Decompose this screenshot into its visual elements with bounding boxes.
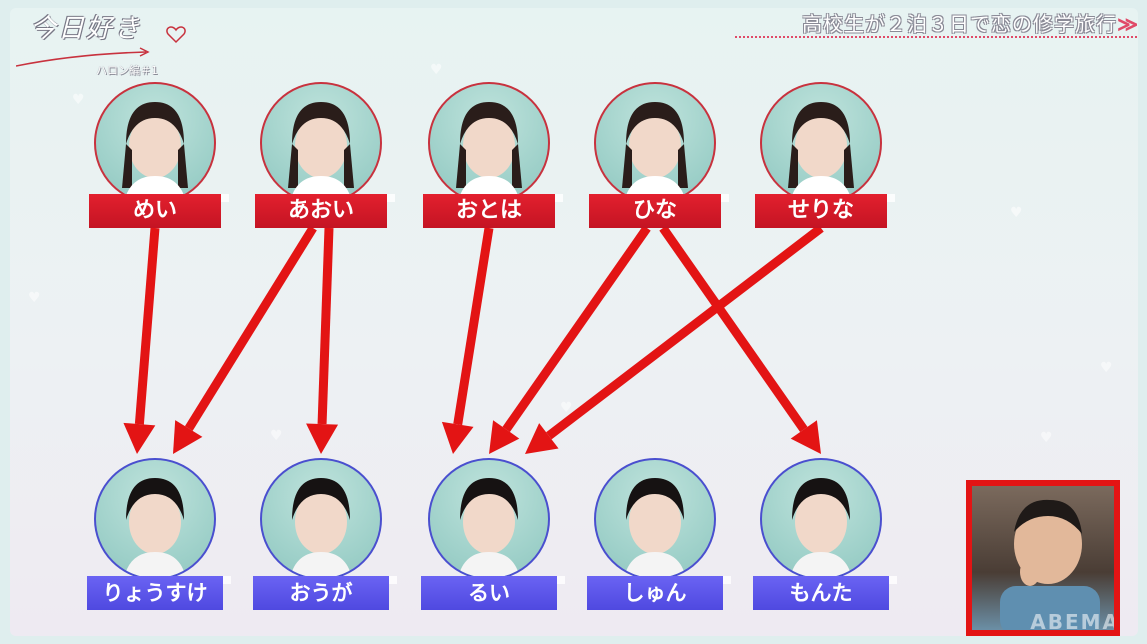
arrow-head-mei-to-ryosuke bbox=[123, 422, 156, 454]
nameplate-ouga: おうが bbox=[253, 576, 397, 610]
avatar-rui bbox=[428, 458, 550, 580]
avatar-otoha bbox=[428, 82, 550, 204]
studio-commentator-video: ABEMA bbox=[966, 480, 1120, 636]
arrow-head-otoha-to-rui bbox=[441, 421, 474, 454]
arrow-line-mei-to-ryosuke bbox=[134, 227, 160, 425]
avatar-shun bbox=[594, 458, 716, 580]
arrow-line-aoi-to-ouga bbox=[317, 227, 334, 425]
show-logo: 今日好き ハロン編＃1 bbox=[16, 4, 206, 82]
arrow-head-hina-to-monta bbox=[790, 420, 821, 454]
chevron-right-icon: ≫ bbox=[1117, 12, 1139, 36]
nameplate-serina: せりな bbox=[755, 194, 895, 228]
arrow-head-aoi-to-ryosuke bbox=[173, 420, 203, 454]
nameplate-mei: めい bbox=[89, 194, 229, 228]
heart-icon bbox=[166, 26, 186, 44]
avatar-aoi bbox=[260, 82, 382, 204]
arrow-line-hina-to-monta bbox=[659, 225, 808, 432]
avatar-mei bbox=[94, 82, 216, 204]
avatar-ryosuke bbox=[94, 458, 216, 580]
nameplate-hina: ひな bbox=[589, 194, 729, 228]
avatar-ouga bbox=[260, 458, 382, 580]
headline-underline bbox=[735, 36, 1137, 38]
arrow-head-aoi-to-ouga bbox=[306, 423, 339, 454]
nameplate-monta: もんた bbox=[753, 576, 897, 610]
avatar-serina bbox=[760, 82, 882, 204]
nameplate-otoha: おとは bbox=[423, 194, 563, 228]
nameplate-rui: るい bbox=[421, 576, 565, 610]
nameplate-aoi: あおい bbox=[255, 194, 395, 228]
logo-subtitle: ハロン編＃1 bbox=[96, 64, 158, 77]
arrow-line-aoi-to-ryosuke bbox=[184, 225, 317, 431]
nameplate-shun: しゅん bbox=[587, 576, 731, 610]
arrow-head-serina-to-rui bbox=[525, 423, 559, 454]
nameplate-ryosuke: りょうすけ bbox=[87, 576, 231, 610]
arrow-head-hina-to-rui bbox=[489, 420, 520, 454]
avatar-monta bbox=[760, 458, 882, 580]
logo-title: 今日好き bbox=[30, 14, 143, 44]
avatar-hina bbox=[594, 82, 716, 204]
arrow-line-serina-to-rui bbox=[546, 224, 824, 440]
headline-text: 高校生が２泊３日で恋の修学旅行 bbox=[802, 12, 1118, 36]
arrow-line-otoha-to-rui bbox=[453, 227, 494, 426]
channel-watermark: ABEMA bbox=[1030, 610, 1120, 634]
episode-headline: 高校生が２泊３日で恋の修学旅行≫ bbox=[802, 8, 1139, 37]
arrow-line-hina-to-rui bbox=[502, 225, 651, 432]
